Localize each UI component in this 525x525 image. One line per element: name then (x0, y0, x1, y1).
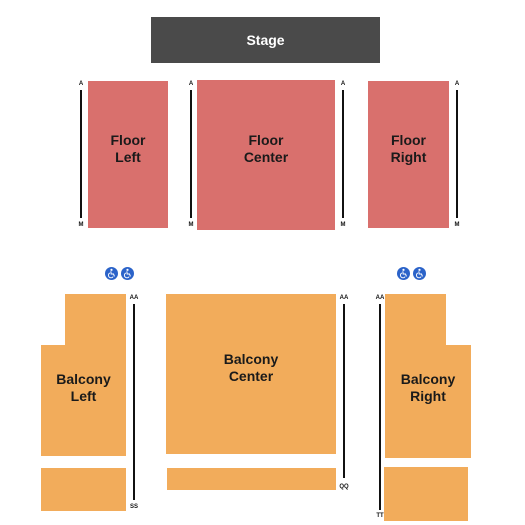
row-label-top: A (454, 81, 460, 87)
section-label-line1: Floor (248, 132, 284, 148)
section-label-line2: Center (243, 149, 289, 165)
section-label-line2: Left (115, 149, 141, 165)
wheelchair-icon (413, 267, 426, 280)
section-label-line2: Center (228, 368, 274, 384)
section-label-line1: Balcony (56, 371, 111, 387)
section-floor-right[interactable]: Floor Right (368, 81, 449, 228)
section-balcony-center[interactable]: Balcony Center (166, 294, 336, 454)
row-indicator-line (133, 304, 135, 500)
section-balcony-left[interactable]: Balcony Left (41, 294, 126, 456)
section-label: Floor Left (88, 132, 168, 166)
row-label-bottom: QQ (339, 484, 349, 490)
section-label-line1: Floor (391, 132, 426, 148)
row-indicator-line (343, 304, 345, 478)
row-label-top: AA (375, 295, 385, 301)
row-label-top: A (340, 81, 346, 87)
section-notch (41, 294, 65, 345)
section-label: Balcony Right (385, 371, 471, 405)
section-label-line1: Balcony (223, 351, 279, 367)
stage-label: Stage (246, 32, 285, 48)
section-label: Floor Center (197, 132, 335, 166)
section-balcony-right-rear[interactable] (384, 467, 468, 521)
section-label: Floor Right (368, 132, 449, 166)
row-indicator-line (379, 304, 381, 510)
row-label-bottom: M (78, 222, 84, 228)
row-indicator-line (80, 90, 82, 218)
stage: Stage (151, 17, 380, 63)
section-label-line1: Balcony (400, 371, 456, 387)
section-floor-center[interactable]: Floor Center (197, 80, 335, 230)
row-indicator-line (456, 90, 458, 218)
wheelchair-icon (397, 267, 410, 280)
row-label-bottom: TT (376, 513, 384, 519)
row-indicator-line (190, 90, 192, 218)
row-indicator-line (342, 90, 344, 218)
row-label-top: AA (129, 295, 139, 301)
row-label-top: A (78, 81, 84, 87)
section-balcony-right[interactable]: Balcony Right (385, 294, 471, 458)
section-label-line1: Floor (110, 132, 146, 148)
row-label-top: A (188, 81, 194, 87)
row-label-bottom: M (340, 222, 346, 228)
section-notch (446, 294, 471, 345)
row-label-bottom: M (188, 222, 194, 228)
row-label-bottom: M (454, 222, 460, 228)
wheelchair-icon (105, 267, 118, 280)
section-label: Balcony Left (41, 371, 126, 405)
section-label-line2: Right (390, 149, 427, 165)
wheelchair-icon (121, 267, 134, 280)
section-floor-left[interactable]: Floor Left (88, 81, 168, 228)
section-balcony-center-rear[interactable] (167, 468, 336, 490)
section-label-line2: Right (410, 388, 446, 404)
row-label-top: AA (339, 295, 349, 301)
section-label-line2: Left (70, 388, 97, 404)
section-balcony-left-rear[interactable] (41, 468, 126, 511)
row-label-bottom: SS (129, 504, 138, 510)
section-label: Balcony Center (166, 351, 336, 385)
